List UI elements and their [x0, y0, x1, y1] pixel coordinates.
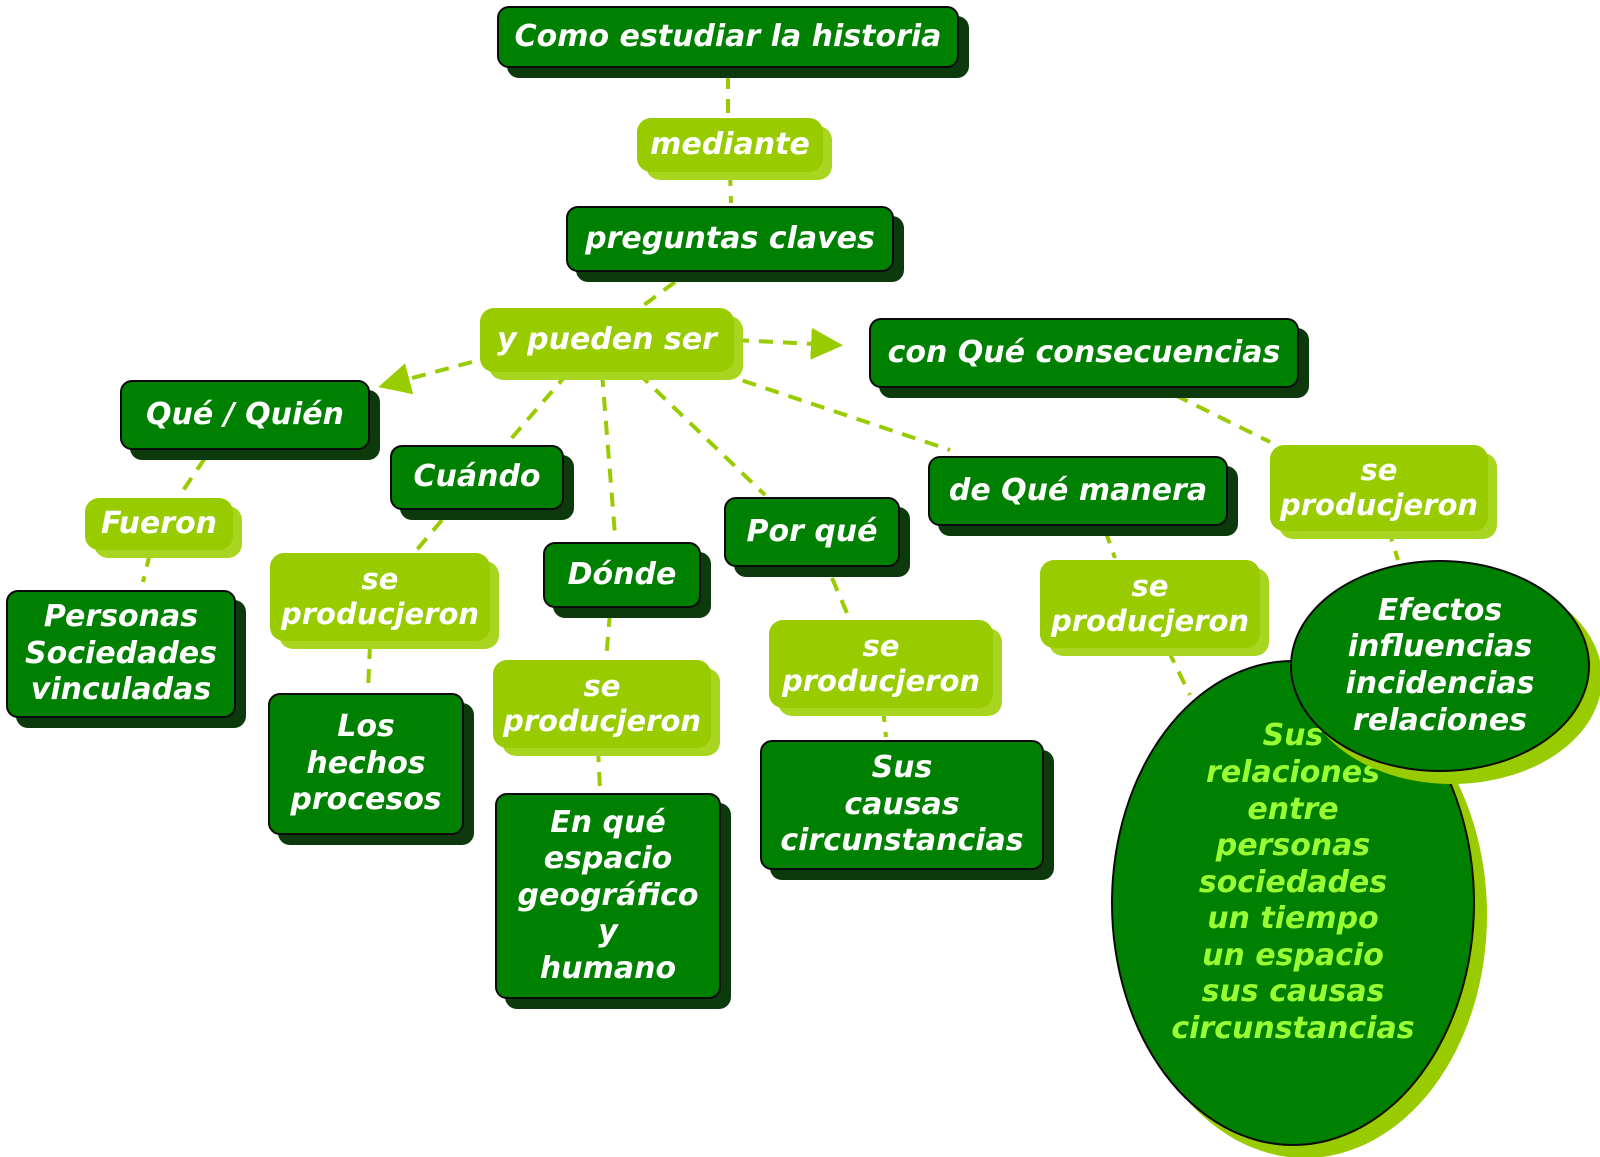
line-se3-causas: [881, 707, 888, 738]
node-hechos-procesos: Los hechos procesos: [268, 693, 464, 835]
node-efectos-influencias: Efectos influencias incidencias relacion…: [1290, 560, 1590, 772]
line-se4-relaciones: [1166, 649, 1192, 696]
node-donde: Dónde: [543, 542, 701, 608]
line-se2-espacio: [596, 747, 602, 791]
line-pueden-consecuencias: [734, 327, 843, 360]
line-pueden-manera: [719, 371, 951, 452]
line-pueden-donde: [600, 372, 617, 536]
node-sus-causas: Sus causas circunstancias: [760, 740, 1044, 870]
line-pueden-porque: [636, 371, 767, 497]
line-preguntas-pueden: [638, 280, 677, 310]
line-se1-hechos: [366, 644, 372, 691]
node-personas-sociedades: Personas Sociedades vinculadas: [6, 590, 236, 718]
node-mediante: mediante: [637, 118, 823, 172]
node-de-que-manera: de Qué manera: [928, 456, 1228, 526]
line-manera-se4: [1103, 529, 1117, 559]
line-pueden-quequien: [378, 360, 473, 395]
line-pueden-cuando: [508, 371, 570, 442]
node-preguntas-claves: preguntas claves: [566, 206, 894, 272]
line-mediante-preguntas: [728, 171, 733, 204]
line-porque-se3: [830, 577, 852, 621]
line-fueron-personas: [141, 552, 152, 583]
node-se-produjeron-4: se producjeron: [1040, 560, 1260, 648]
node-con-que-consecuencias: con Qué consecuencias: [869, 318, 1299, 388]
node-fueron: Fueron: [85, 498, 233, 550]
node-y-pueden-ser: y pueden ser: [480, 308, 734, 372]
node-se-produjeron-1: se producjeron: [270, 553, 490, 641]
node-title: Como estudiar la historia: [497, 6, 959, 68]
line-consecuencias-se5: [1174, 393, 1271, 444]
node-por-que: Por qué: [724, 497, 900, 567]
node-se-produjeron-5: se producjeron: [1270, 445, 1488, 531]
line-quequien-fueron: [178, 456, 207, 497]
line-donde-se2: [604, 612, 612, 661]
node-que-quien: Qué / Quién: [120, 380, 370, 450]
node-se-produjeron-2: se producjeron: [493, 660, 711, 748]
line-cuando-se1: [413, 518, 444, 554]
node-cuando: Cuándo: [390, 445, 564, 510]
node-espacio-geografico: En qué espacio geográfico y humano: [495, 793, 721, 999]
line-se5-efectos: [1386, 527, 1400, 561]
node-se-produjeron-3: se producjeron: [769, 620, 993, 708]
